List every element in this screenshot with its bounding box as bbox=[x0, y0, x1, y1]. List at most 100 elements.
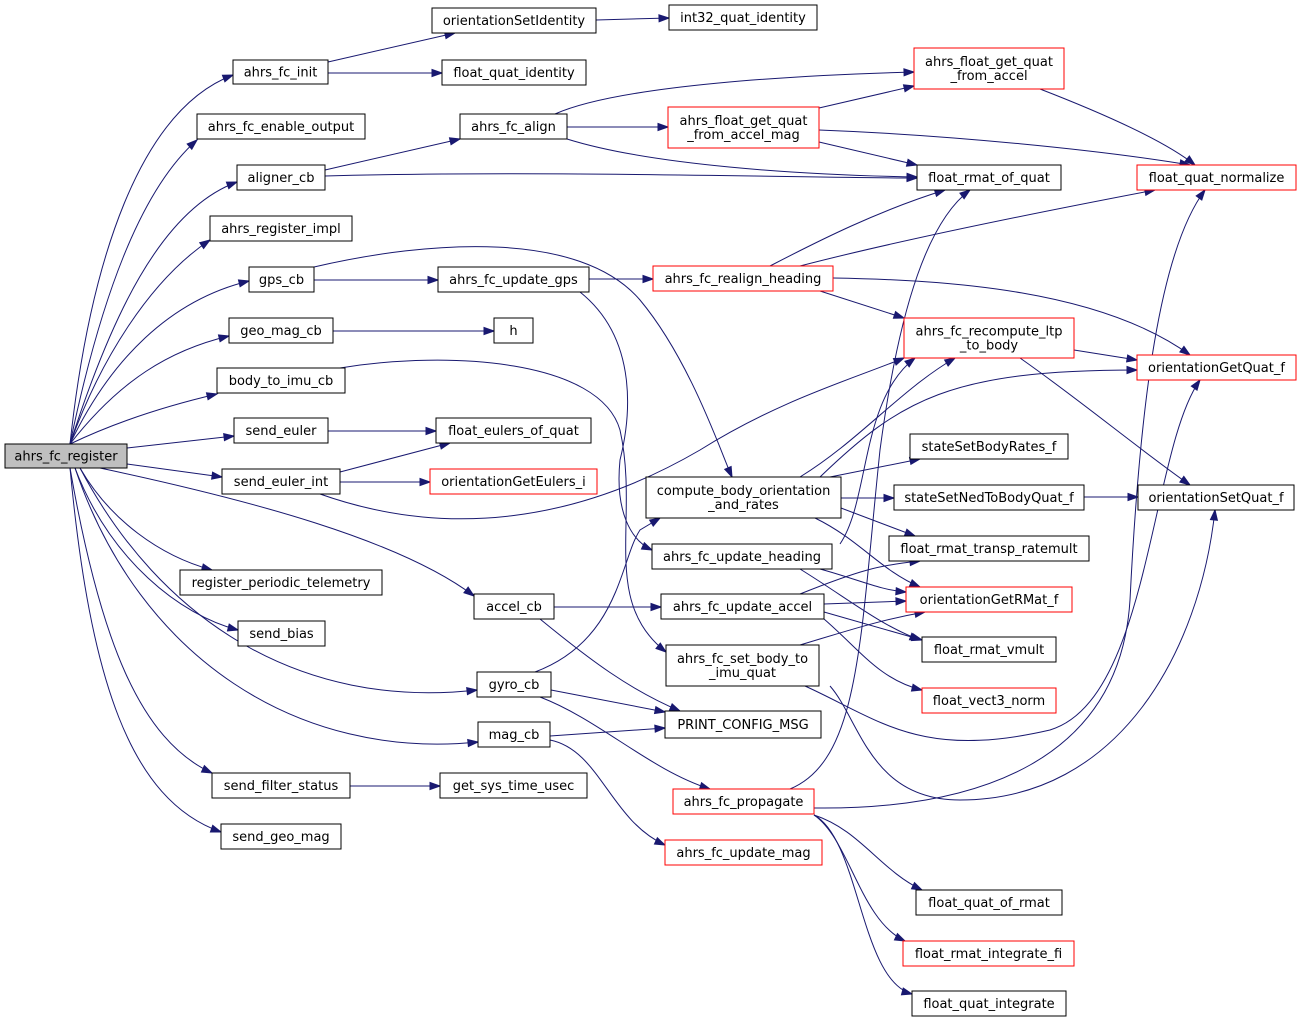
edge-ahrs_fc_realign_heading-to-ahrs_fc_recompute_ltp_to_body bbox=[819, 290, 906, 319]
arrowhead bbox=[653, 705, 667, 715]
node-ahrs-fc-register[interactable]: ahrs_fc_register bbox=[4, 443, 128, 469]
node-box bbox=[672, 788, 815, 815]
node-ahrs-fc-update-heading[interactable]: ahrs_fc_update_heading bbox=[651, 543, 833, 570]
node-box bbox=[668, 4, 818, 31]
node-ahrs-fc-update-accel[interactable]: ahrs_fc_update_accel bbox=[660, 593, 825, 620]
node-ahrs-fc-set-body-to-imu-quat[interactable]: ahrs_fc_set_body_to_imu_quat bbox=[665, 644, 820, 687]
node-compute-body-orientation-and-rates[interactable]: compute_body_orientation_and_rates bbox=[645, 476, 842, 519]
node-body-to-imu-cb[interactable]: body_to_imu_cb bbox=[216, 367, 346, 394]
arrowhead bbox=[903, 528, 917, 537]
edge-ahrs_fc_register-to-send_geo_mag bbox=[69, 467, 223, 833]
arrowhead bbox=[895, 597, 908, 606]
edge-ahrs_fc_align-to-ahrs_float_get_quat_from_accel bbox=[554, 68, 916, 115]
node-send-bias[interactable]: send_bias bbox=[237, 620, 326, 647]
arrowhead bbox=[419, 477, 432, 487]
node-orientationgetrmat-f[interactable]: orientationGetRMat_f bbox=[905, 586, 1073, 613]
node-accel-cb[interactable]: accel_cb bbox=[473, 593, 555, 620]
edge-ahrs_fc_propagate-to-float_quat_of_rmat bbox=[813, 814, 924, 891]
node-send-geo-mag[interactable]: send_geo_mag bbox=[220, 823, 342, 850]
node-ahrs-fc-align[interactable]: ahrs_fc_align bbox=[459, 113, 568, 140]
node-orientationsetidentity[interactable]: orientationSetIdentity bbox=[431, 7, 597, 34]
node-ahrs-fc-enable-output[interactable]: ahrs_fc_enable_output bbox=[196, 113, 366, 140]
node-label: ahrs_fc_register bbox=[14, 450, 118, 465]
node-ahrs-fc-init[interactable]: ahrs_fc_init bbox=[232, 59, 329, 85]
node-label: gyro_cb bbox=[489, 678, 540, 693]
node-float-rmat-transp-ratemult[interactable]: float_rmat_transp_ratemult bbox=[888, 535, 1090, 562]
node-box bbox=[4, 443, 128, 469]
edge-compute_body_orientation_and_rates-to-ahrs_fc_recompute_ltp_to_body bbox=[799, 357, 957, 478]
node-orientationgetquat-f[interactable]: orientationGetQuat_f bbox=[1136, 354, 1297, 381]
arrowhead bbox=[900, 987, 914, 996]
node-label: _to_body bbox=[959, 339, 1019, 354]
node-h[interactable]: h bbox=[493, 317, 534, 344]
edge-ahrs_fc_update_heading-to-orientationGetRMat_f bbox=[819, 568, 908, 596]
node-aligner-cb[interactable]: aligner_cb bbox=[236, 164, 326, 191]
edge-ahrs_fc_update_heading-to-ahrs_fc_recompute_ltp_to_body bbox=[839, 357, 917, 545]
node-send-euler-int[interactable]: send_euler_int bbox=[221, 468, 341, 495]
node-get-sys-time-usec[interactable]: get_sys_time_usec bbox=[439, 772, 588, 799]
node-send-filter-status[interactable]: send_filter_status bbox=[211, 772, 351, 799]
node-label: ahrs_fc_realign_heading bbox=[665, 272, 822, 287]
arrowhead bbox=[1126, 365, 1139, 375]
edge-ahrs_fc_align-to-ahrs_float_get_quat_from_accel_mag bbox=[567, 122, 670, 132]
arrowhead bbox=[903, 68, 916, 77]
node-label: stateSetBodyRates_f bbox=[922, 440, 1057, 455]
node-geo-mag-cb[interactable]: geo_mag_cb bbox=[228, 317, 334, 344]
node-ahrs-fc-update-mag[interactable]: ahrs_fc_update_mag bbox=[664, 839, 823, 866]
node-label: orientationGetEulers_i bbox=[441, 475, 586, 490]
node-float-eulers-of-quat[interactable]: float_eulers_of_quat bbox=[435, 417, 592, 444]
node-box bbox=[196, 113, 366, 140]
node-float-vect3-norm[interactable]: float_vect3_norm bbox=[921, 687, 1057, 714]
node-float-quat-normalize[interactable]: float_quat_normalize bbox=[1136, 164, 1297, 191]
node-float-rmat-vmult[interactable]: float_rmat_vmult bbox=[921, 636, 1057, 663]
edge-orientationSetIdentity-to-int32_quat_identity bbox=[595, 14, 671, 23]
node-box bbox=[905, 586, 1073, 613]
node-box bbox=[477, 721, 551, 748]
node-gyro-cb[interactable]: gyro_cb bbox=[476, 671, 552, 698]
edge-compute_body_orientation_and_rates-to-float_rmat_transp_ratemult bbox=[840, 507, 917, 537]
arrowhead bbox=[226, 623, 240, 632]
node-ahrs-float-get-quat-from-accel[interactable]: ahrs_float_get_quat_from_accel bbox=[913, 47, 1065, 90]
edge-ahrs_float_get_quat_from_accel_mag-to-ahrs_float_get_quat_from_accel bbox=[818, 84, 916, 109]
node-box bbox=[209, 215, 353, 242]
node-float-quat-identity[interactable]: float_quat_identity bbox=[441, 59, 587, 86]
node-mag-cb[interactable]: mag_cb bbox=[477, 721, 551, 748]
node-label: ahrs_fc_update_gps bbox=[449, 273, 578, 288]
node-send-euler[interactable]: send_euler bbox=[233, 417, 329, 444]
node-orientationgeteulers-i[interactable]: orientationGetEulers_i bbox=[429, 468, 598, 495]
edge-compute_body_orientation_and_rates-to-stateSetBodyRates_f bbox=[829, 456, 922, 478]
node-box bbox=[1136, 164, 1297, 191]
arrowhead bbox=[654, 724, 667, 733]
node-label: PRINT_CONFIG_MSG bbox=[677, 718, 808, 733]
node-ahrs-fc-recompute-ltp-to-body[interactable]: ahrs_fc_recompute_ltp_to_body bbox=[903, 317, 1075, 359]
node-statesetnedtobodyquat-f[interactable]: stateSetNedToBodyQuat_f bbox=[893, 484, 1085, 511]
node-box bbox=[473, 593, 555, 620]
node-float-quat-integrate[interactable]: float_quat_integrate bbox=[911, 990, 1067, 1017]
node-label: int32_quat_identity bbox=[680, 11, 806, 26]
arrowhead bbox=[883, 493, 896, 503]
node-float-rmat-integrate-fi[interactable]: float_rmat_integrate_fi bbox=[902, 940, 1075, 967]
node-ahrs-float-get-quat-from-accel-mag[interactable]: ahrs_float_get_quat_from_accel_mag bbox=[667, 106, 820, 149]
arrowhead bbox=[1195, 188, 1206, 201]
edge-ahrs_fc_register-to-ahrs_fc_init bbox=[69, 74, 235, 445]
edge-ahrs_fc_propagate-to-float_rmat_of_quat bbox=[789, 189, 972, 790]
edge-ahrs_fc_register-to-send_filter_status bbox=[69, 467, 214, 774]
node-gps-cb[interactable]: gps_cb bbox=[248, 266, 315, 293]
node-int32-quat-identity[interactable]: int32_quat_identity bbox=[668, 4, 818, 31]
node-label: _from_accel bbox=[949, 69, 1027, 84]
arrowhead bbox=[448, 137, 462, 146]
node-ahrs-fc-propagate[interactable]: ahrs_fc_propagate bbox=[672, 788, 815, 815]
node-label: send_geo_mag bbox=[232, 830, 329, 845]
node-label: _and_rates bbox=[707, 498, 779, 513]
node-float-quat-of-rmat[interactable]: float_quat_of_rmat bbox=[915, 889, 1063, 916]
node-ahrs-register-impl[interactable]: ahrs_register_impl bbox=[209, 215, 353, 242]
edge-ahrs_fc_realign_heading-to-float_rmat_of_quat bbox=[769, 189, 947, 267]
node-orientationsetquat-f[interactable]: orientationSetQuat_f bbox=[1137, 484, 1295, 511]
node-statesetbodyrates-f[interactable]: stateSetBodyRates_f bbox=[909, 433, 1069, 460]
node-ahrs-fc-realign-heading[interactable]: ahrs_fc_realign_heading bbox=[652, 265, 834, 292]
node-print-config-msg[interactable]: PRINT_CONFIG_MSG bbox=[664, 710, 822, 739]
node-float-rmat-of-quat[interactable]: float_rmat_of_quat bbox=[916, 164, 1062, 191]
node-ahrs-fc-update-gps[interactable]: ahrs_fc_update_gps bbox=[437, 266, 590, 293]
node-label: _imu_quat bbox=[708, 666, 776, 681]
node-register-periodic-telemetry[interactable]: register_periodic_telemetry bbox=[179, 569, 383, 596]
